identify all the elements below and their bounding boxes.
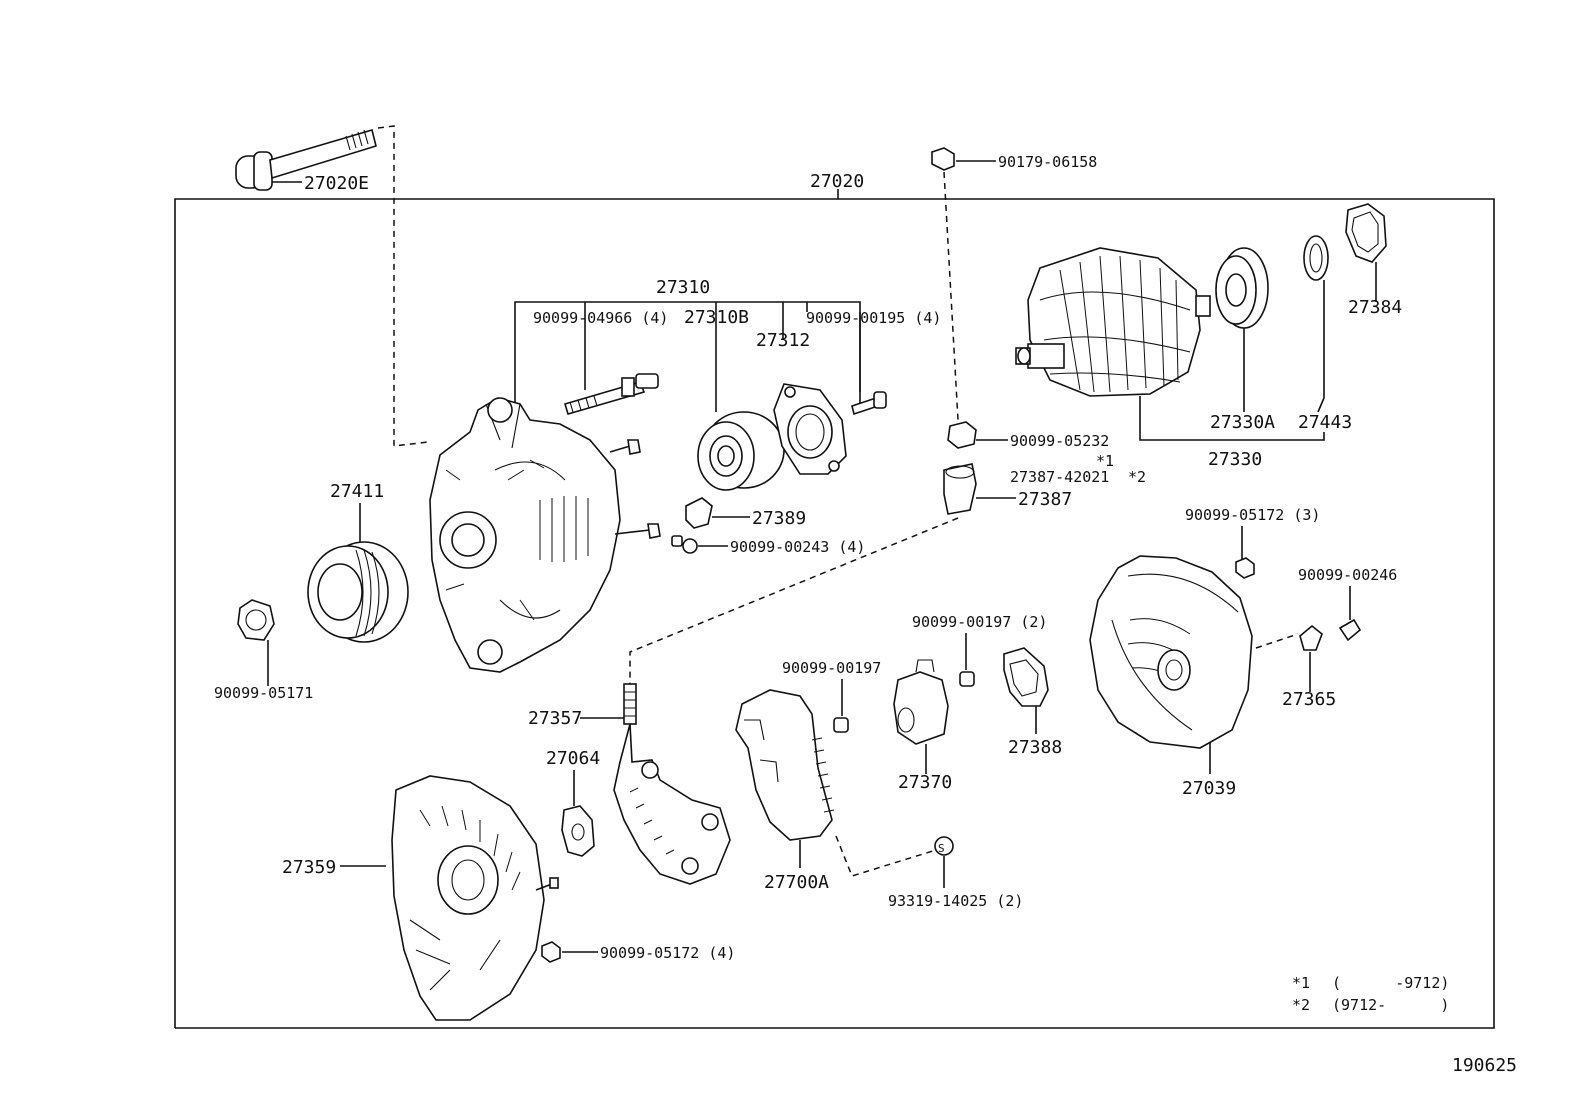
label-27387-42021: 27387-42021 bbox=[1010, 468, 1109, 486]
label-90099-04966: 90099-04966 (4) bbox=[533, 309, 668, 327]
retainer-screw bbox=[851, 312, 887, 416]
note-90099-05232: *1 bbox=[1096, 452, 1114, 470]
rear-cover-bushing: 90099-00246 27365 bbox=[1282, 566, 1397, 710]
svg-text:S: S bbox=[938, 842, 945, 855]
label-27384: 27384 bbox=[1348, 297, 1402, 318]
footnote-1-range: ( -9712) bbox=[1332, 974, 1449, 992]
label-90099-00195: 90099-00195 (4) bbox=[806, 309, 941, 327]
brush-holder: 90099-00197 (2) 27370 bbox=[893, 613, 1047, 793]
bearing-27310B bbox=[697, 312, 785, 491]
footnote-2-range: (9712- ) bbox=[1332, 996, 1449, 1014]
insulator: 27388 bbox=[1003, 647, 1062, 758]
label-27357: 27357 bbox=[528, 708, 582, 729]
rectifier-end-frame: 27359 bbox=[282, 775, 559, 1021]
label-27039: 27039 bbox=[1182, 778, 1236, 799]
label-27388: 27388 bbox=[1008, 737, 1062, 758]
terminal-nut: 90099-00243 (4) bbox=[671, 535, 865, 556]
drive-end-frame bbox=[429, 397, 661, 673]
label-90099-05172-3: 90099-05172 (3) bbox=[1185, 506, 1320, 524]
pulley: 27411 bbox=[307, 481, 409, 643]
label-27700A: 27700A bbox=[764, 872, 829, 893]
label-90099-00197: 90099-00197 bbox=[782, 659, 881, 677]
label-90099-00243: 90099-00243 (4) bbox=[730, 538, 865, 556]
label-90099-00246: 90099-00246 bbox=[1298, 566, 1397, 584]
through-bolt: 27020E bbox=[235, 125, 429, 447]
label-27359: 27359 bbox=[282, 857, 336, 878]
label-27330A: 27330A bbox=[1210, 412, 1275, 433]
frame-nut: 90099-05172 (4) bbox=[541, 941, 735, 963]
rotor-group: 27384 27330A 27443 27330 bbox=[1015, 203, 1402, 470]
label-90179-06158: 90179-06158 bbox=[998, 153, 1097, 171]
label-27387: 27387 bbox=[1018, 489, 1072, 510]
regulator-screw: S 93319-14025 (2) bbox=[888, 836, 1023, 910]
footnotes: *1 ( -9712) *2 (9712- ) bbox=[1292, 974, 1449, 1014]
label-27370: 27370 bbox=[898, 772, 952, 793]
label-27312: 27312 bbox=[756, 330, 810, 351]
label-93319-14025: 93319-14025 (2) bbox=[888, 892, 1023, 910]
label-90099-05171: 90099-05171 bbox=[214, 684, 313, 702]
label-27411: 27411 bbox=[330, 481, 384, 502]
footnote-1-mark: *1 bbox=[1292, 974, 1310, 992]
label-27330: 27330 bbox=[1208, 449, 1262, 470]
label-90099-05232: 90099-05232 bbox=[1010, 432, 1109, 450]
assembly-label: 27020 bbox=[810, 171, 864, 192]
terminal-cap: 27389 bbox=[685, 497, 806, 529]
footnote-2-mark: *2 bbox=[1292, 996, 1310, 1014]
label-90099-00197-2: 90099-00197 (2) bbox=[912, 613, 1047, 631]
voltage-regulator: 90099-00197 27700A bbox=[735, 659, 937, 893]
insulator-washer: 27064 bbox=[546, 748, 600, 857]
terminal-insulator-group: 90179-06158 90099-05232 *1 27387-42021 *… bbox=[629, 147, 1146, 684]
label-27443: 27443 bbox=[1298, 412, 1352, 433]
label-27389: 27389 bbox=[752, 508, 806, 529]
label-27310: 27310 bbox=[656, 277, 710, 298]
rear-end-cover: 90099-05172 (3) 27039 bbox=[1089, 506, 1320, 799]
label-27064: 27064 bbox=[546, 748, 600, 769]
figure-number: 190625 bbox=[1452, 1055, 1517, 1076]
label-27020E: 27020E bbox=[304, 173, 369, 194]
label-90099-05172-4: 90099-05172 (4) bbox=[600, 944, 735, 962]
note-27387-42021: *2 bbox=[1128, 468, 1146, 486]
pulley-nut: 90099-05171 bbox=[214, 599, 313, 702]
retainer-plate bbox=[773, 383, 847, 475]
rectifier: 27357 bbox=[528, 683, 731, 885]
stud-bolt bbox=[564, 312, 659, 415]
label-27365: 27365 bbox=[1282, 689, 1336, 710]
assembly-frame: 27020 bbox=[174, 171, 1495, 1029]
